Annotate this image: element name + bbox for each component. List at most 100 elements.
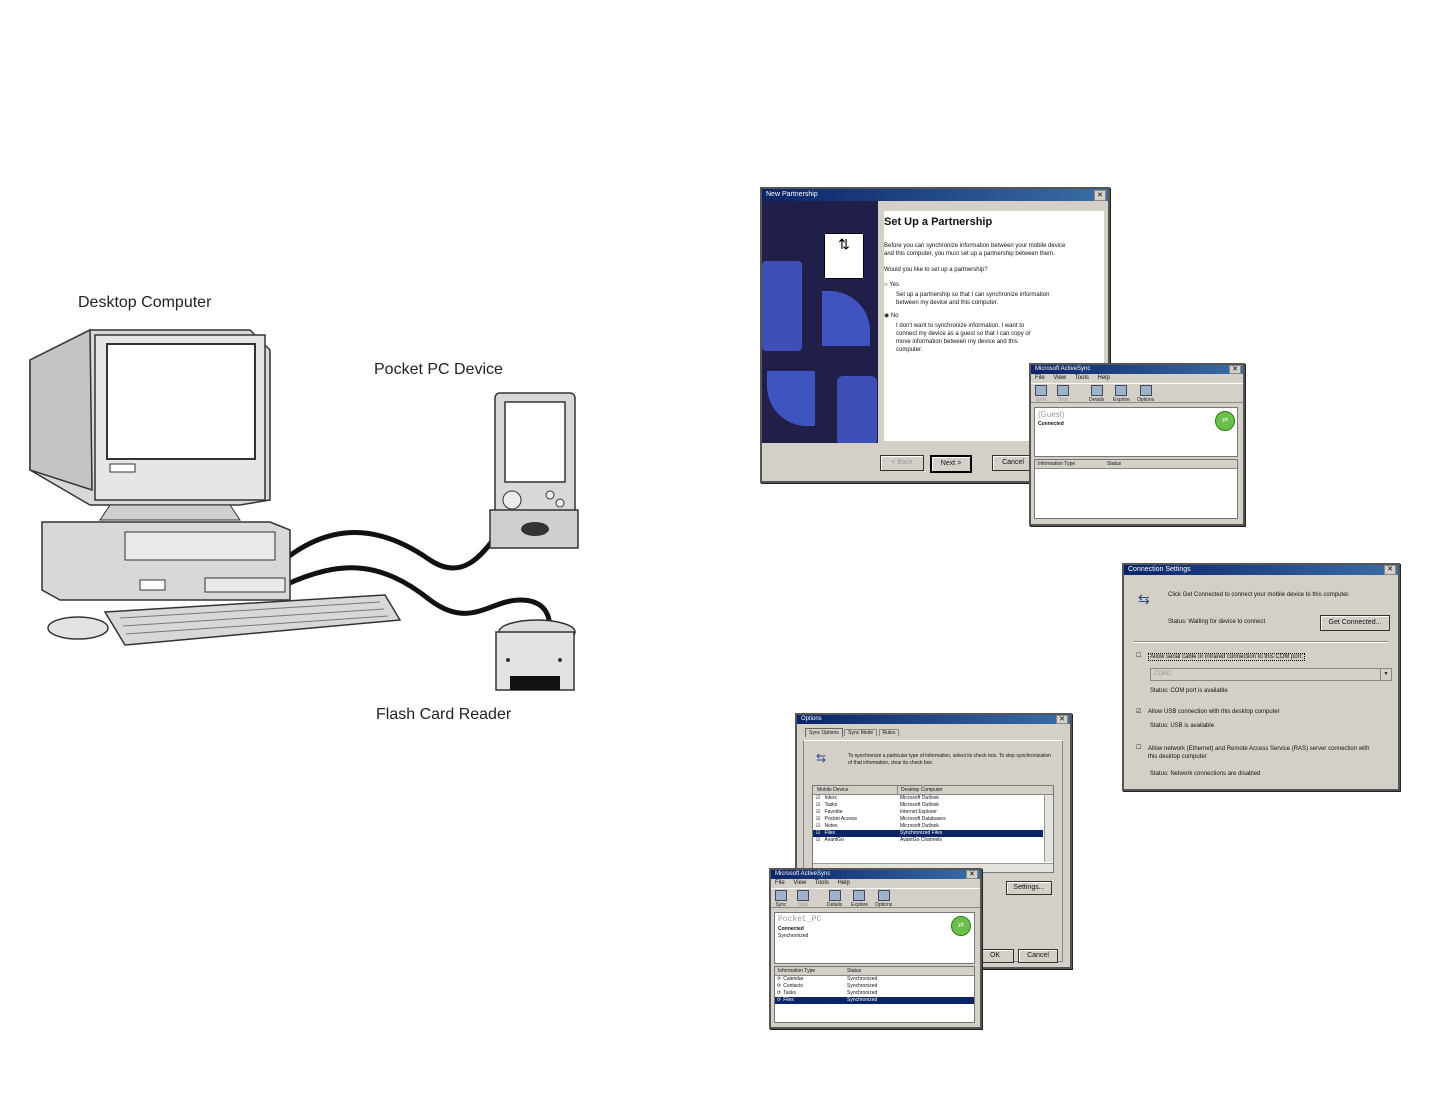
tab-panel: ⇆ To synchronize a particular type of in…	[803, 740, 1063, 963]
connection-status: Connected	[778, 926, 804, 932]
network-checkbox[interactable]: ☐	[1136, 745, 1142, 751]
col-desktop-computer[interactable]: Desktop Computer	[897, 786, 943, 794]
menu-file[interactable]: File	[775, 880, 785, 886]
next-button[interactable]: Next >	[930, 455, 972, 473]
get-connected-button[interactable]: Get Connected...	[1320, 615, 1390, 631]
explore-tool[interactable]: Explore	[851, 890, 868, 908]
yes-description: Set up a partnership so that I can synch…	[896, 292, 1050, 306]
tab-sync-mode[interactable]: Sync Mode	[844, 729, 878, 736]
com-port-value: COM1	[1154, 671, 1172, 677]
wizard-cancel-button[interactable]: Cancel	[992, 455, 1034, 471]
row-desktop: Microsoft Outlook	[900, 795, 939, 801]
sync-tool[interactable]: Sync	[775, 890, 787, 908]
menu-bar: File View Tools Help	[771, 879, 980, 888]
col-info-type[interactable]: Information Type	[778, 968, 816, 974]
row-checkbox[interactable]: ☑	[816, 830, 821, 836]
desktop-computer-label: Desktop Computer	[78, 294, 212, 311]
menu-help[interactable]: Help	[1097, 375, 1110, 381]
computer-case-icon	[41, 521, 291, 601]
ok-button[interactable]: OK	[976, 949, 1014, 963]
col-status[interactable]: Status	[847, 968, 862, 974]
explore-icon	[1115, 385, 1128, 396]
row-device: Favorite	[824, 809, 843, 815]
cancel-button[interactable]: Cancel	[1018, 949, 1058, 963]
row-checkbox[interactable]: ☑	[816, 802, 821, 808]
horizontal-scrollbar[interactable]	[813, 863, 1053, 872]
tab-rules[interactable]: Rules	[878, 729, 900, 736]
menu-view[interactable]: View	[1053, 375, 1067, 381]
sync-go-icon[interactable]: ⇄	[1215, 411, 1235, 431]
row-desktop: Microsoft Outlook	[900, 823, 939, 829]
network-status: Status: Network connections are disabled	[1150, 771, 1261, 777]
row-checkbox[interactable]: ☑	[816, 809, 821, 815]
explore-tool[interactable]: Explore	[1113, 385, 1130, 403]
options-icon	[877, 890, 890, 901]
serial-checkbox[interactable]: ☐	[1136, 653, 1142, 659]
close-button[interactable]: ✕	[1094, 190, 1106, 201]
options-tool[interactable]: Options	[1137, 385, 1154, 403]
menu-tools[interactable]: Tools	[1074, 375, 1089, 381]
connection-settings-window: Connection Settings ✕ ⇆ Click Get Connec…	[1122, 563, 1400, 791]
usb-checkbox[interactable]: ☑	[1136, 709, 1142, 715]
row-type: Tasks	[783, 990, 796, 996]
options-icon	[1139, 385, 1152, 396]
serial-label: Allow serial cable or infrared connectio…	[1148, 653, 1306, 661]
close-button[interactable]: ✕	[966, 870, 978, 879]
row-device: Tasks	[824, 802, 838, 808]
vertical-scrollbar[interactable]	[1044, 795, 1053, 862]
settings-button[interactable]: Settings...	[1006, 881, 1052, 895]
cable-to-pocket-pc	[276, 528, 503, 571]
details-tool[interactable]: Details	[1089, 385, 1104, 403]
menu-tools[interactable]: Tools	[814, 880, 829, 886]
row-type: Contacts	[783, 983, 803, 989]
status-panel: (Guest) Connected ⇄	[1034, 407, 1238, 457]
activesync-guest-window: Microsoft ActiveSync ✕ File View Tools H…	[1029, 363, 1245, 526]
row-checkbox[interactable]: ☑	[816, 795, 821, 801]
device-name: Pocket_PC	[778, 915, 822, 924]
mouse-icon	[47, 616, 109, 640]
wizard-heading: Set Up a Partnership	[884, 216, 993, 228]
no-option[interactable]: ◉ No	[884, 313, 899, 319]
close-button[interactable]: ✕	[1229, 365, 1241, 374]
yes-option[interactable]: ○ Yes	[884, 282, 899, 288]
row-checkbox[interactable]: ☑	[816, 823, 821, 829]
connection-status: Connected	[1038, 421, 1064, 427]
tab-sync-options[interactable]: Sync Options	[805, 728, 843, 737]
stop-tool[interactable]: Stop	[1057, 385, 1069, 403]
col-status[interactable]: Status	[1107, 461, 1122, 467]
new-partnership-window: New Partnership ✕ ⇅ Set Up a Partnership…	[760, 187, 1110, 483]
menu-help[interactable]: Help	[837, 880, 850, 886]
options-tool[interactable]: Options	[875, 890, 892, 908]
col-info-type[interactable]: Information Type	[1038, 461, 1076, 467]
network-label: Allow network (Ethernet) and Remote Acce…	[1148, 746, 1370, 760]
row-desktop: Synchronized Files	[900, 830, 943, 836]
close-button[interactable]: ✕	[1056, 715, 1068, 724]
close-button[interactable]: ✕	[1384, 565, 1396, 575]
menu-file[interactable]: File	[1035, 375, 1045, 381]
sync-go-icon[interactable]: ⇄	[951, 916, 971, 936]
sync-tool[interactable]: Sync	[1035, 385, 1047, 403]
details-tool[interactable]: Details	[827, 890, 842, 908]
row-checkbox[interactable]: ☑	[816, 837, 821, 843]
sync-item-icon: ⟳	[777, 990, 782, 996]
col-mobile-device[interactable]: Mobile Device	[817, 787, 849, 793]
stop-tool[interactable]: Stop	[797, 890, 809, 908]
banner-device-shape-2	[837, 376, 877, 443]
menu-view[interactable]: View	[793, 880, 807, 886]
window-title: Microsoft ActiveSync	[1035, 366, 1091, 372]
no-label: No	[890, 313, 899, 319]
com-port-select[interactable]: COM1 ▼	[1150, 668, 1392, 681]
row-checkbox[interactable]: ☑	[816, 816, 821, 822]
back-button[interactable]: < Back	[880, 455, 924, 471]
